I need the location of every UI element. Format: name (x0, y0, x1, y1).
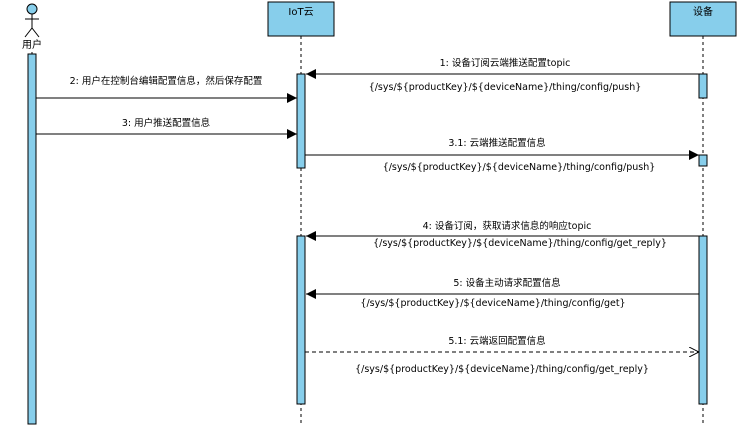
activation-user (27, 53, 37, 425)
message-3-1-label: 3.1: 云端推送配置信息 (448, 137, 545, 149)
message-2: 2: 用户在控制台编辑配置信息，然后保存配置 (36, 75, 297, 103)
participant-cloud-label: IoT云 (288, 7, 313, 18)
message-3-label: 3: 用户推送配置信息 (122, 117, 210, 129)
message-5-1: 5.1: 云端返回配置信息 {/sys/${productKey}/${devi… (305, 335, 699, 375)
message-4: 4: 设备订阅，获取请求信息的响应topic {/sys/${productKe… (306, 220, 699, 249)
participant-device-label: 设备 (693, 5, 713, 18)
message-1-label: 1: 设备订阅云端推送配置topic (440, 57, 571, 69)
activation-cloud-2 (296, 235, 306, 405)
message-4-label: 4: 设备订阅，获取请求信息的响应topic (423, 220, 592, 232)
participant-user-label: 用户 (22, 38, 42, 51)
participant-cloud-box (267, 1, 335, 37)
message-1-topic: {/sys/${productKey}/${deviceName}/thing/… (369, 82, 642, 93)
actor-head-icon (26, 3, 38, 15)
actor-leg-right (31, 27, 40, 38)
participant-cloud: IoT云 (267, 1, 335, 37)
participant-device: 设备 (669, 1, 737, 37)
actor-leg-left (24, 27, 33, 38)
message-5-topic: {/sys/${productKey}/${deviceName}/thing/… (360, 298, 625, 309)
activation-device-3 (698, 235, 708, 405)
message-5-label: 5: 设备主动请求配置信息 (453, 277, 560, 289)
activation-cloud-1 (296, 73, 306, 169)
message-2-label: 2: 用户在控制台编辑配置信息，然后保存配置 (70, 75, 263, 87)
message-1: 1: 设备订阅云端推送配置topic {/sys/${productKey}/$… (306, 57, 699, 93)
message-5: 5: 设备主动请求配置信息 {/sys/${productKey}/${devi… (306, 277, 699, 309)
message-5-1-label: 5.1: 云端返回配置信息 (448, 335, 545, 347)
message-3-1: 3.1: 云端推送配置信息 {/sys/${productKey}/${devi… (305, 137, 699, 173)
message-4-topic: {/sys/${productKey}/${deviceName}/thing/… (373, 238, 667, 249)
message-5-1-topic: {/sys/${productKey}/${deviceName}/thing/… (355, 364, 649, 375)
activation-device-2 (698, 154, 708, 167)
activation-device-1 (698, 73, 708, 99)
message-3-1-topic: {/sys/${productKey}/${deviceName}/thing/… (383, 162, 656, 173)
user-actor: 用户 (22, 3, 42, 51)
message-3: 3: 用户推送配置信息 (36, 117, 297, 139)
participant-device-box (669, 1, 737, 37)
